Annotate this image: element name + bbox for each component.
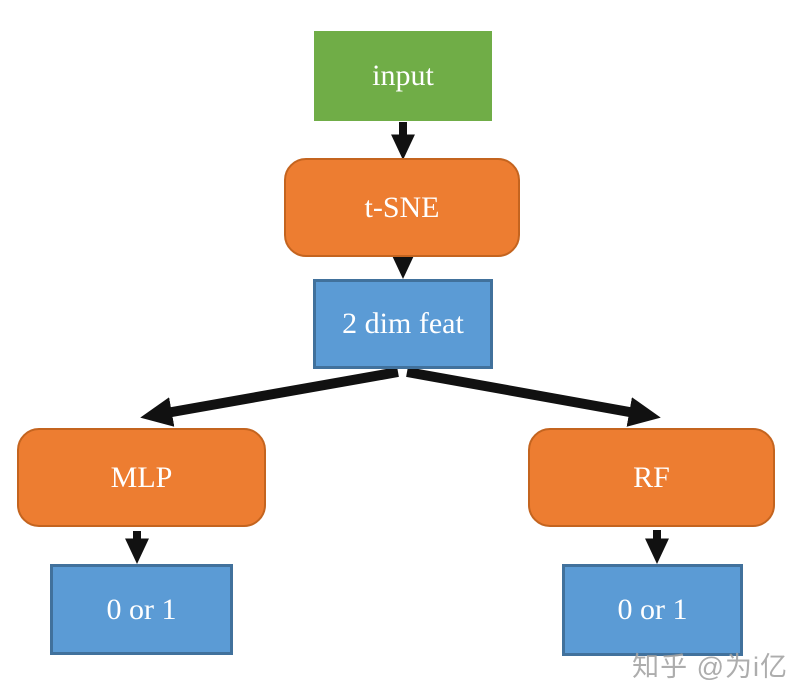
arrow-feat-to-rf bbox=[406, 367, 661, 427]
node-tsne: t-SNE bbox=[284, 158, 520, 257]
node-rf: RF bbox=[528, 428, 775, 527]
zhihu-watermark: 知乎 @为i亿 bbox=[632, 652, 788, 682]
node-output-right: 0 or 1 bbox=[562, 564, 743, 656]
node-2dim-feat: 2 dim feat bbox=[313, 279, 493, 369]
node-mlp: MLP bbox=[17, 428, 266, 527]
arrow-feat-to-mlp bbox=[140, 367, 399, 427]
node-output-left: 0 or 1 bbox=[50, 564, 233, 655]
node-input: input bbox=[314, 31, 492, 121]
